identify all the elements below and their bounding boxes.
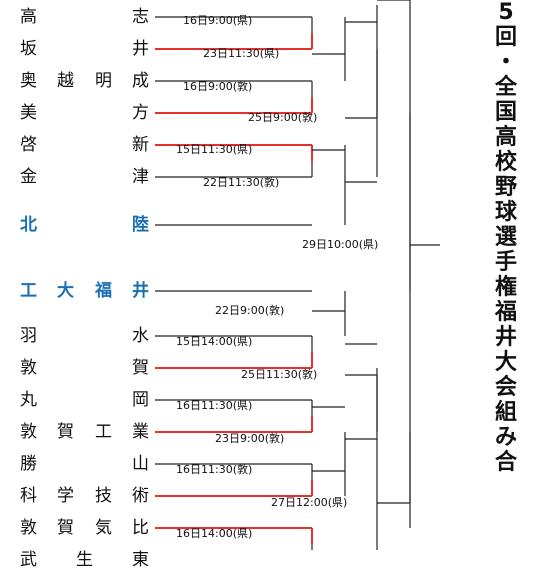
game-schedule-label: 15日14:00(県) [176, 335, 253, 348]
game-schedule-label: 25日9:00(敦) [248, 111, 318, 124]
team-row: 工大 福井 [20, 279, 152, 303]
game-schedule-label: 16日9:00(県) [183, 14, 253, 27]
team-name-char: 井 [132, 39, 149, 59]
team-name-char: 賀 [57, 518, 74, 538]
game-schedule-label: 16日11:30(県) [176, 399, 253, 412]
team-name-char: 勝 [20, 454, 37, 474]
tournament-bracket: 高志坂井奥越明成美方啓新金津北陸工大福井羽水敦賀丸岡敦賀工業勝山科学技術敦賀気比… [20, 0, 523, 570]
game-schedule-label: 25日11:30(敦) [241, 368, 318, 381]
team-row: 武生東 [20, 548, 152, 572]
team-name-char: 方 [132, 103, 149, 123]
title-char: 国 [494, 100, 517, 125]
title-char: 会 [494, 375, 517, 400]
team-name-char: 陸 [132, 215, 149, 235]
team-name-char: 生 [76, 550, 93, 570]
team-name-char: 美 [20, 103, 37, 123]
title-char: 選 [494, 225, 517, 250]
team-name-char: 比 [132, 518, 149, 538]
team-name-char: 敦 [20, 422, 37, 442]
team-name-char: 丸 [20, 390, 37, 410]
team-name-char: 成 [132, 71, 149, 91]
team-name-char: 新 [132, 135, 149, 155]
title-char: 校 [494, 150, 517, 175]
team-name-char: 学 [57, 486, 74, 506]
bracket-lines [155, 0, 440, 550]
team-name-char: 福 [95, 281, 112, 301]
title-char: 大 [494, 350, 517, 375]
team-name-char: 津 [132, 167, 149, 187]
team-row: 金津 [20, 165, 152, 189]
team-name-char: 岡 [132, 390, 149, 410]
team-name-char: 水 [132, 326, 149, 346]
title-char: 権 [494, 275, 517, 300]
title-char: 手 [494, 250, 517, 275]
game-schedule-label: 23日9:00(敦) [215, 432, 285, 445]
team-name-char: 羽 [20, 326, 37, 346]
team-name-char: 山 [132, 454, 149, 474]
team-name-char: 敦 [20, 358, 37, 378]
team-row: 啓新 [20, 133, 152, 157]
title-char: 合 [494, 450, 517, 475]
game-schedule-label: 16日9:00(敦) [183, 80, 253, 93]
team-row: 坂井 [20, 37, 152, 61]
team-name-char: 敦 [20, 518, 37, 538]
team-name-char: 金 [20, 167, 37, 187]
title-char: 球 [494, 200, 517, 225]
team-row: 高志 [20, 5, 152, 29]
team-row: 敦賀 気比 [20, 516, 152, 540]
team-row: 羽水 [20, 324, 152, 348]
team-name-char: 賀 [57, 422, 74, 442]
title-char: ・ [494, 50, 517, 75]
game-schedule-label: 15日11:30(県) [176, 143, 253, 156]
team-name-char: 高 [20, 7, 37, 27]
team-name-char: 科 [20, 486, 37, 506]
team-row: 勝山 [20, 452, 152, 476]
game-schedule-label: 22日9:00(敦) [215, 304, 285, 317]
title-char: 回 [494, 25, 517, 50]
team-name-char: 武 [20, 550, 37, 570]
game-schedule-label: 22日11:30(敦) [203, 176, 280, 189]
team-name-char: 術 [132, 486, 149, 506]
title-char: 福 [494, 300, 517, 325]
team-name-char: 北 [20, 215, 37, 235]
team-name-char: 明 [95, 71, 112, 91]
team-name-char: 気 [95, 518, 112, 538]
game-schedule-label: 16日14:00(県) [176, 527, 253, 540]
team-name-char: 志 [132, 7, 149, 27]
team-name-char: 坂 [20, 39, 37, 59]
game-schedule-label: 29日10:00(県) [302, 238, 379, 251]
team-row: 美方 [20, 101, 152, 125]
title-char: 5 [498, 0, 514, 25]
team-name-char: 越 [57, 71, 74, 91]
team-row: 北陸 [20, 213, 152, 237]
team-name-char: 工 [95, 422, 112, 442]
team-name-char: 賀 [132, 358, 149, 378]
team-name-char: 工 [20, 281, 37, 301]
team-row: 奥越 明成 [20, 69, 152, 93]
team-row: 敦賀 工業 [20, 420, 152, 444]
team-name-char: 奥 [20, 71, 37, 91]
title-char: 野 [494, 175, 517, 200]
title-char: み [494, 425, 517, 450]
team-name-char: 啓 [20, 135, 37, 155]
team-name-char: 井 [132, 281, 149, 301]
title-char: 井 [494, 325, 517, 350]
game-schedule-label: 23日11:30(県) [203, 47, 280, 60]
team-name-char: 東 [132, 550, 149, 570]
team-row: 敦賀 [20, 356, 152, 380]
team-name-char: 技 [95, 486, 112, 506]
game-schedule-label: 16日11:30(敦) [176, 463, 253, 476]
team-name-char: 大 [57, 281, 74, 301]
title-char: 全 [494, 75, 517, 100]
title-char: 組 [494, 400, 517, 425]
team-row: 科学 技術 [20, 484, 152, 508]
team-name-char: 業 [132, 422, 149, 442]
title-char: 高 [494, 125, 517, 150]
game-schedule-label: 27日12:00(県) [271, 496, 348, 509]
team-row: 丸岡 [20, 388, 152, 412]
